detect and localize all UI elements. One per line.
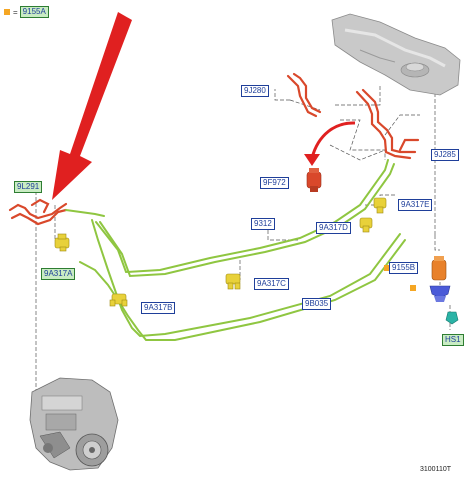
red-lines-left bbox=[8, 198, 68, 226]
legend-label: 9155A bbox=[19, 6, 49, 18]
marker-9155B bbox=[384, 265, 390, 271]
curved-arrow bbox=[304, 121, 356, 166]
engine-image bbox=[29, 377, 119, 471]
label-9A317B: 9A317B bbox=[141, 302, 176, 314]
label-9L291: 9L291 bbox=[14, 181, 43, 193]
legend-equals: = bbox=[13, 7, 18, 17]
label-9A317A: 9A317A bbox=[41, 268, 76, 280]
clip-9A317D bbox=[359, 217, 373, 233]
legend: = 9155A bbox=[4, 6, 49, 18]
legend-marker bbox=[4, 9, 10, 15]
figure-id: 3100110T bbox=[420, 466, 452, 473]
part-HS1 bbox=[445, 311, 459, 325]
fuel-tank-image bbox=[331, 13, 461, 96]
clip-9A317B bbox=[109, 293, 128, 307]
label-9A317E: 9A317E bbox=[398, 199, 433, 211]
label-9A317C: 9A317C bbox=[254, 278, 289, 290]
label-9155B: 9155B bbox=[389, 262, 419, 274]
label-9A317D: 9A317D bbox=[316, 222, 351, 234]
green-lines bbox=[65, 159, 406, 341]
clip-9A317A bbox=[54, 233, 70, 252]
marker-9155B-2 bbox=[410, 285, 416, 291]
callout-arrow bbox=[52, 12, 132, 200]
label-9F972: 9F972 bbox=[260, 177, 289, 189]
red-lines-upper bbox=[286, 72, 420, 160]
label-9312: 9312 bbox=[251, 218, 275, 230]
label-9J280: 9J280 bbox=[241, 85, 269, 97]
label-9B035: 9B035 bbox=[302, 298, 332, 310]
fuel-filter-9155B bbox=[429, 256, 451, 302]
clips bbox=[54, 197, 387, 307]
label-HS1: HS1 bbox=[442, 334, 464, 346]
clip-9A317E bbox=[373, 197, 387, 214]
label-9J285: 9J285 bbox=[431, 149, 459, 161]
part-9F972 bbox=[306, 168, 322, 192]
clip-9A317C bbox=[225, 273, 241, 290]
